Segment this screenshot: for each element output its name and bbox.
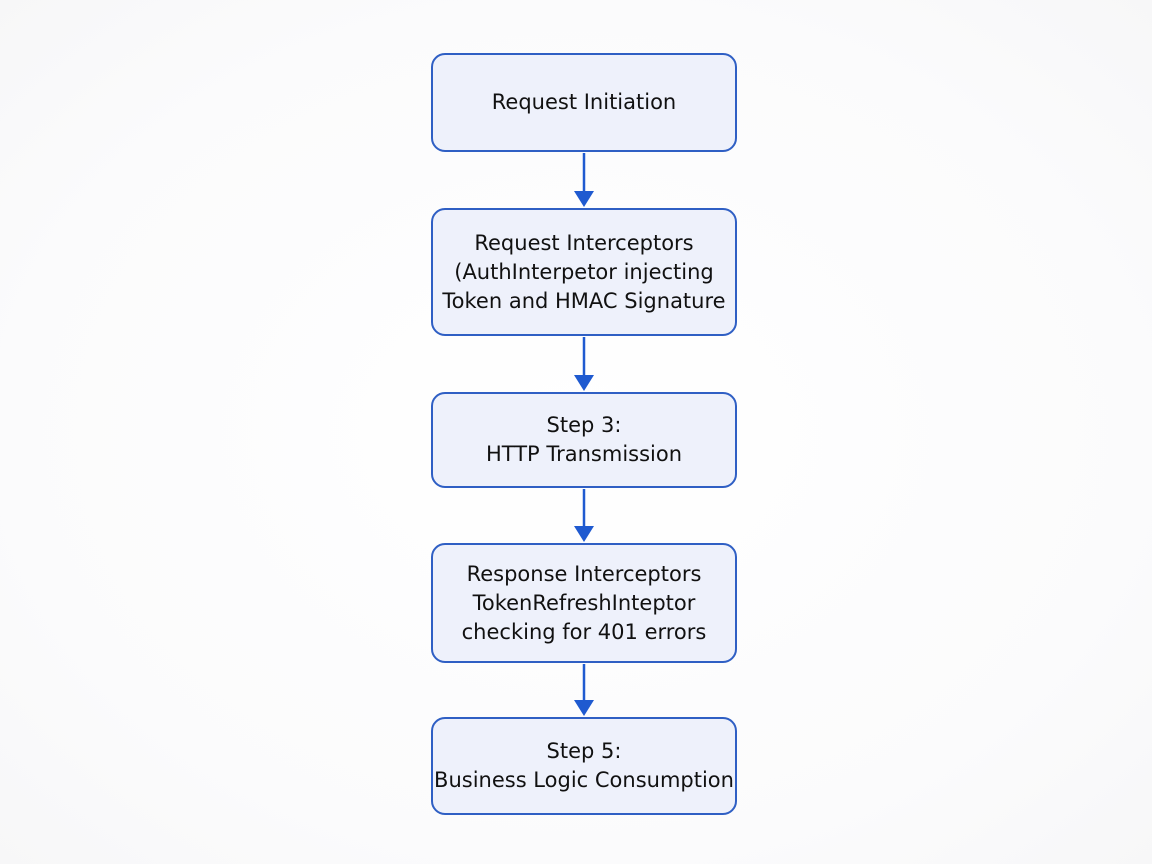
arrowhead-icon — [574, 191, 594, 207]
flow-step-text: TokenRefreshInteptor — [472, 590, 696, 615]
flow-step-text: checking for 401 errors — [461, 619, 707, 644]
flow-step-text: HTTP Transmission — [485, 442, 683, 466]
flow-step-http-transmission: Step 3: HTTP Transmission — [431, 392, 737, 488]
flow-step-text: Business Logic Consumption — [434, 768, 734, 792]
flow-step-request-interceptors: Request Interceptors (AuthInterpetor inj… — [431, 208, 737, 336]
arrowhead-icon — [574, 526, 594, 542]
flow-step-business-logic: Step 5: Business Logic Consumption — [431, 717, 737, 815]
flow-step-text: (AuthInterpetor injecting — [454, 259, 714, 284]
flow-step-text: Response Interceptors — [466, 561, 702, 586]
flow-step-text: Step 3: — [546, 413, 622, 437]
flow-step-response-interceptors: Response Interceptors TokenRefreshIntept… — [431, 543, 737, 663]
flow-step-text: Step 5: — [546, 739, 622, 763]
flow-step-text: Request Initiation — [491, 90, 677, 114]
flow-step-text: Request Interceptors — [474, 230, 694, 255]
arrowhead-icon — [574, 375, 594, 391]
arrowhead-icon — [574, 700, 594, 716]
flow-step-text: Token and HMAC Signature — [442, 288, 726, 313]
flow-step-request-initiation: Request Initiation — [431, 53, 737, 152]
